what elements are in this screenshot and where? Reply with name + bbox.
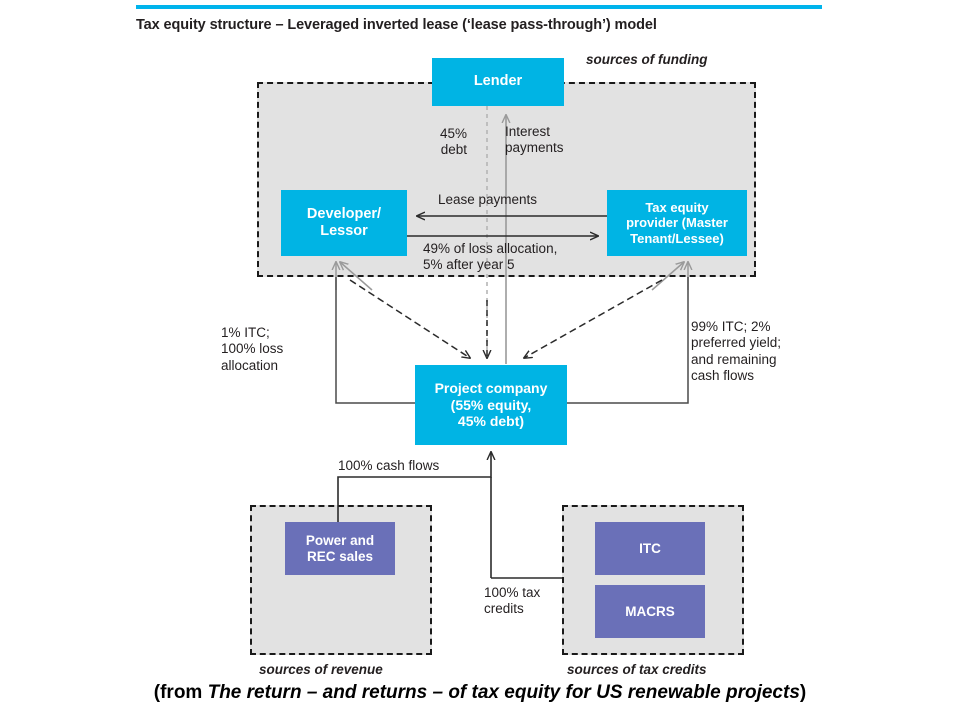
node-lender[interactable]: Lender <box>432 58 564 106</box>
node-power-and-rec-sales[interactable]: Power and REC sales <box>285 522 395 575</box>
edge-label-cash-flows: 100% cash flows <box>338 458 440 473</box>
page-title: Tax equity structure – Leveraged inverte… <box>136 17 657 33</box>
edge-label-tax-credits: 100% tax credits <box>484 585 541 617</box>
caption-suffix: ) <box>799 682 807 703</box>
region-label-funding: sources of funding <box>586 52 708 67</box>
header-rule <box>136 5 822 9</box>
edge-taxequity-to-project <box>524 279 663 358</box>
edge-developer-to-project <box>349 279 470 358</box>
edge-label-itc-99-percent: 99% ITC; 2% preferred yield; and remaini… <box>691 319 782 384</box>
node-developer-lessor[interactable]: Developer/ Lessor <box>281 190 407 256</box>
source-caption: (from The return – and returns – of tax … <box>0 682 960 704</box>
node-tax-equity-provider[interactable]: Tax equity provider (Master Tenant/Lesse… <box>607 190 747 256</box>
edge-label-loss-allocation: 49% of loss allocation, 5% after year 5 <box>423 241 558 273</box>
edge-itc-1-percent <box>335 277 415 404</box>
edge-tax-credits <box>490 477 562 579</box>
node-itc[interactable]: ITC <box>595 522 705 575</box>
caption-prefix: (from <box>153 682 208 703</box>
caption-title: The return – and returns – of tax equity… <box>207 682 800 703</box>
edge-label-lease-payments: Lease payments <box>438 192 538 207</box>
node-macrs[interactable]: MACRS <box>595 585 705 638</box>
node-project-company[interactable]: Project company (55% equity, 45% debt) <box>415 365 567 445</box>
edge-label-interest-payments: Interest payments <box>505 124 564 156</box>
region-label-credits: sources of tax credits <box>567 662 707 677</box>
region-label-revenue: sources of revenue <box>259 662 383 677</box>
edge-label-debt: 45% debt <box>440 126 468 158</box>
edge-label-itc-1-percent: 1% ITC; 100% loss allocation <box>221 325 284 373</box>
edge-itc-99-percent <box>567 277 689 404</box>
